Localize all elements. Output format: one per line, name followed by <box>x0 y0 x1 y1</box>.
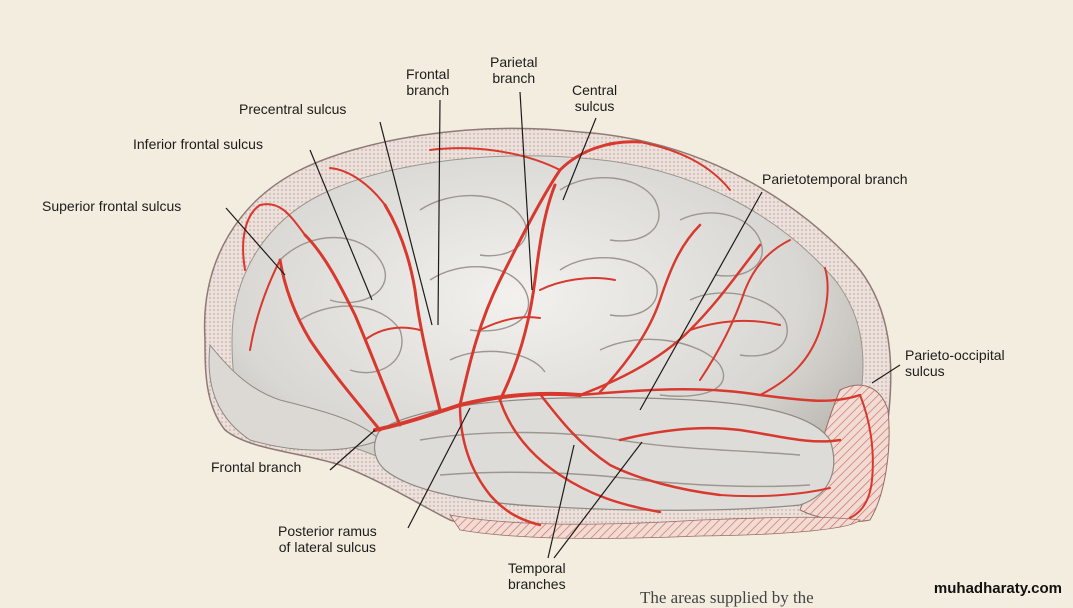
label-parietal-branch-line1: Parietal <box>490 54 538 70</box>
temporal-lower-band <box>449 514 861 539</box>
label-posterior-ramus: Posterior ramus of lateral sulcus <box>278 523 377 555</box>
label-parietal-branch: Parietal branch <box>490 54 537 86</box>
middle-cerebral-artery-branches <box>242 140 874 527</box>
label-inferior-frontal-sulcus: Inferior frontal sulcus <box>133 136 263 152</box>
label-frontal-branch-top-line1: Frontal <box>406 66 450 82</box>
label-precentral-sulcus: Precentral sulcus <box>239 101 347 117</box>
label-superior-frontal-sulcus: Superior frontal sulcus <box>42 198 182 214</box>
label-temporal-branches-line1: Temporal <box>508 560 566 576</box>
label-posterior-ramus-line1: Posterior ramus <box>278 523 377 539</box>
label-central-sulcus: Central sulcus <box>572 82 617 114</box>
label-temporal-branches-line2: branches <box>508 576 566 592</box>
label-parieto-occipital-line2: sulcus <box>905 363 945 379</box>
temporal-lobe <box>374 396 835 511</box>
label-parieto-occipital-sulcus: Parieto-occipital sulcus <box>905 347 1005 379</box>
caption-fragment: The areas supplied by the <box>640 588 814 607</box>
label-posterior-ramus-line2: of lateral sulcus <box>278 539 377 555</box>
label-parieto-occipital-line1: Parieto-occipital <box>905 347 1005 363</box>
label-central-sulcus-line1: Central <box>572 82 618 98</box>
label-temporal-branches: Temporal branches <box>508 560 566 592</box>
leader-lines <box>225 91 901 559</box>
label-frontal-branch-top: Frontal branch <box>406 66 450 98</box>
label-parietal-branch-line2: branch <box>492 70 536 86</box>
label-parietotemporal-branch: Parietotemporal branch <box>762 171 908 187</box>
label-frontal-branch-bottom: Frontal branch <box>211 459 302 475</box>
label-central-sulcus-line2: sulcus <box>574 98 615 114</box>
label-frontal-branch-top-line2: branch <box>406 82 450 98</box>
watermark: muhadharaty.com <box>930 580 1065 597</box>
